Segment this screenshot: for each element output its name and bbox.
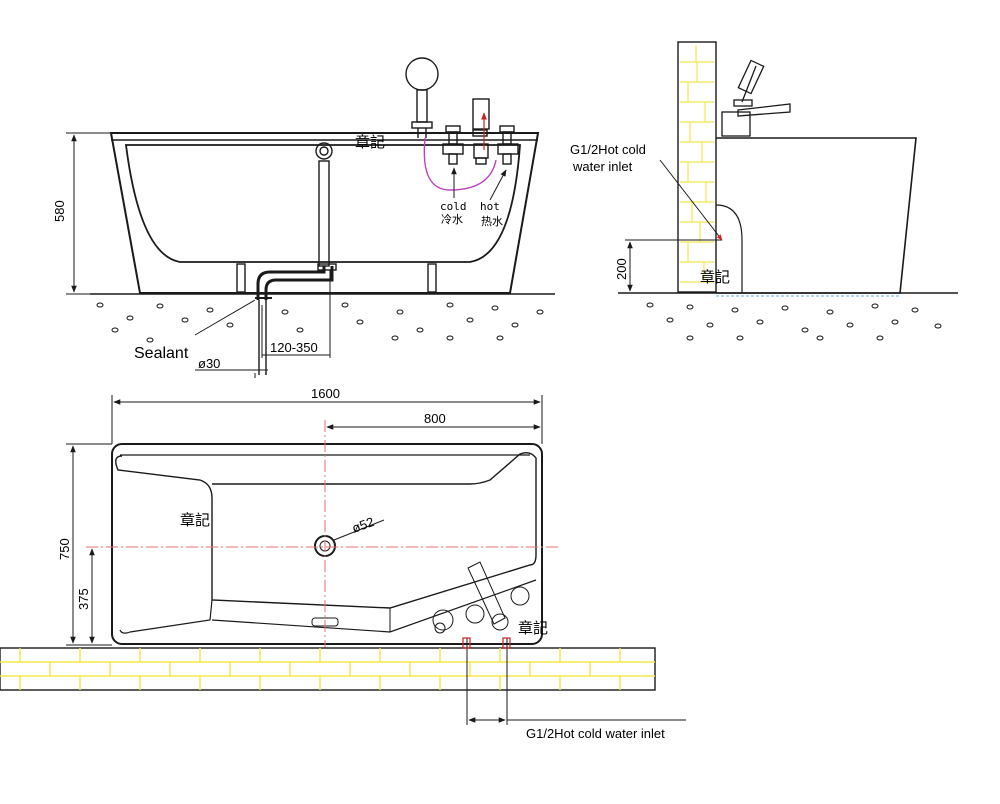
hand-shower-head	[405, 57, 439, 91]
plan-brick-wall	[0, 647, 656, 691]
tub-inner-basin	[124, 144, 521, 263]
side-faucet	[721, 59, 791, 137]
plan-stamp-right: 章記	[518, 619, 548, 637]
sealant-label: Sealant	[134, 345, 189, 362]
front-stamp: 章記	[355, 133, 385, 151]
floor-gravel-front	[96, 302, 544, 343]
plan-inlet-label: G1/2Hot cold water inlet	[526, 726, 665, 741]
front-view	[66, 57, 555, 375]
hot-label-cn: 热水	[481, 215, 503, 228]
side-inlet-label-line2: water inlet	[572, 159, 633, 174]
plan-tap-hole-3	[491, 613, 509, 631]
cold-label: cold	[440, 200, 467, 213]
plan-spout	[467, 561, 506, 625]
overflow-pipe	[318, 160, 330, 267]
side-stamp: 章記	[700, 268, 730, 286]
plan-stamp-left: 章記	[180, 511, 210, 529]
plan-length-dim: 1600	[311, 386, 340, 401]
side-height-dim: 200	[614, 258, 629, 280]
front-height-dim: 580	[52, 200, 67, 222]
mixer-valves	[442, 125, 519, 165]
tub-outer-shell	[109, 132, 540, 294]
plan-view	[111, 443, 543, 645]
plan-width-dim: 750	[57, 538, 72, 560]
plan-waste-dia-dim: ø52	[350, 514, 376, 536]
plan-tap-hole-2	[465, 604, 485, 624]
side-view	[618, 41, 958, 341]
side-brick-wall	[677, 41, 717, 293]
hot-label: hot	[480, 200, 500, 213]
faucet-spout	[472, 98, 490, 130]
plan-tap-hole-1	[432, 609, 454, 631]
plan-half-length-dim: 800	[424, 411, 446, 426]
cold-label-cn: 冷水	[441, 213, 463, 226]
tub-leg-left	[236, 263, 246, 293]
plan-tub-outline	[111, 443, 543, 645]
drain-range-dim: 120-350	[270, 340, 318, 355]
plan-tap-hole-4	[510, 586, 530, 606]
cold-hose	[423, 137, 497, 191]
drain-trap	[256, 266, 326, 300]
plan-inner-basin	[115, 451, 537, 609]
tub-leg-right	[427, 263, 437, 293]
side-inlet-label-line1: G1/2Hot cold	[570, 142, 646, 157]
plan-half-width-dim: 375	[76, 588, 91, 610]
overflow-outlet	[315, 142, 333, 160]
drain-diameter-dim: ø30	[198, 356, 220, 371]
side-tub-body	[716, 137, 917, 294]
